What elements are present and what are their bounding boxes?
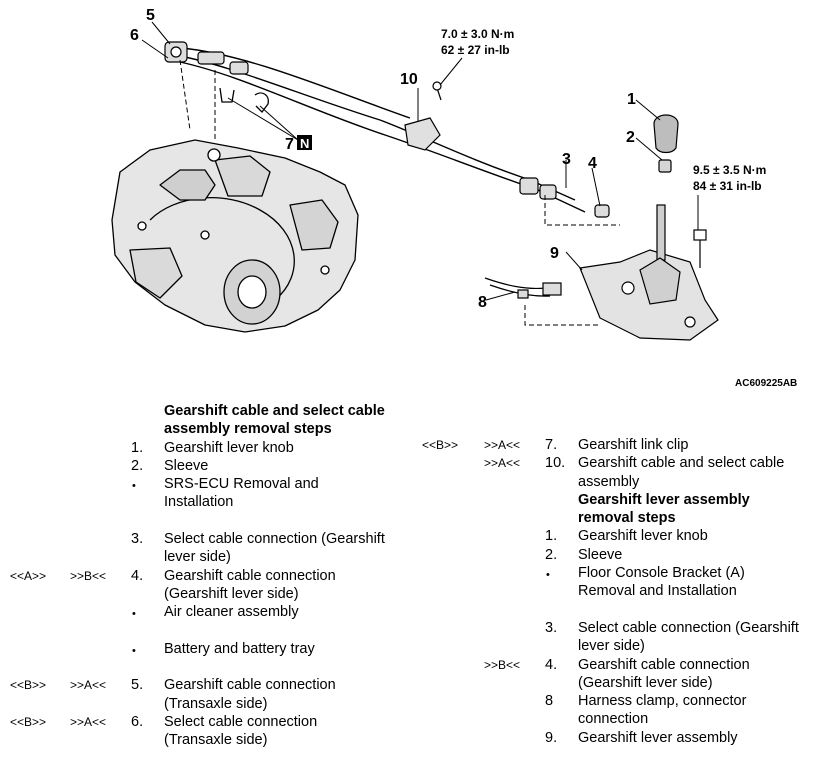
left-step: • SRS-ECU Removal and Installation [132,476,319,511]
torque-right-imperial: 84 ± 31 in-lb [693,179,762,193]
torque-top-metric: 7.0 ± 3.0 N·m [441,27,514,41]
torque-right-metric: 9.5 ± 3.5 N·m [693,163,766,177]
cable-end-fittings [164,41,249,75]
leader-lines [141,21,699,326]
right-step: 2. Sleeve [545,546,623,563]
left-steps-list: Gearshift cable and select cable assembl… [0,402,420,750]
spacer [0,622,420,640]
callout-2: 2 [626,129,635,146]
callout-9: 9 [550,245,559,262]
left-step: • Air cleaner assembly [132,604,299,621]
left-step: <<A>> >>B<< 4. Gearshift cable connectio… [10,567,336,602]
callout-8: 8 [478,294,487,311]
right-steps-list: <<B>> >>A<< 7. Gearshift link clip >>A<<… [410,436,817,747]
cable-ends-lever-side [519,177,610,218]
right-heading-line1: Gearshift lever assembly [578,491,750,508]
left-step: 1. Gearshift lever knob [131,439,294,456]
gearshift-lever-assembly [579,204,719,341]
callout-6: 6 [130,27,139,44]
gearshift-knob-and-sleeve [653,114,679,173]
transaxle-illustration [111,139,359,333]
right-step: 3. Select cable connection (Gearshift le… [545,619,799,655]
callout-10: 10 [400,71,418,88]
torque-top-imperial: 62 ± 27 in-lb [441,43,510,57]
left-heading-line1: Gearshift cable and select cable [164,403,385,419]
callout-4: 4 [588,155,597,172]
gearshift-link-clips [219,87,269,113]
mounting-bolt [693,229,707,268]
spacer [0,658,420,676]
right-step: • Floor Console Bracket (A) Removal and … [546,565,745,600]
right-step: 9. Gearshift lever assembly [545,729,738,746]
callout-5: 5 [146,7,155,24]
right-step: >>B<< 4. Gearshift cable connection (Gea… [484,656,750,691]
spacer [410,601,817,619]
left-step: 3. Select cable connection (Gearshift le… [131,531,385,566]
cable-bracket [404,81,442,151]
right-heading-line2: removal steps [578,510,676,527]
left-step: 2. Sleeve [131,457,209,474]
left-step: <<B>> >>A<< 5. Gearshift cable connectio… [10,677,336,712]
right-step: 8 Harness clamp, connector connection [545,693,747,728]
right-step: <<B>> >>A<< 7. Gearshift link clip [422,437,689,453]
n-badge-bg [297,135,312,150]
right-step: 1. Gearshift lever knob [545,528,708,545]
spacer [0,512,420,530]
exploded-view-diagram: 1 2 3 4 5 6 7 8 9 10 N 7.0 ± 3.0 N·m 62 … [111,7,797,389]
n-badge: N [300,136,309,151]
figure-id: AC609225AB [735,378,797,389]
callout-7: 7 [285,136,294,153]
callout-3: 3 [562,151,571,168]
left-step: • Battery and battery tray [132,640,315,657]
wiring-harness [484,277,562,299]
left-heading-line2: assembly removal steps [164,421,332,438]
right-step: >>A<< 10. Gearshift cable and select cab… [484,455,785,490]
callout-1: 1 [627,91,636,108]
left-step: <<B>> >>A<< 6. Select cable connection (… [10,714,318,749]
